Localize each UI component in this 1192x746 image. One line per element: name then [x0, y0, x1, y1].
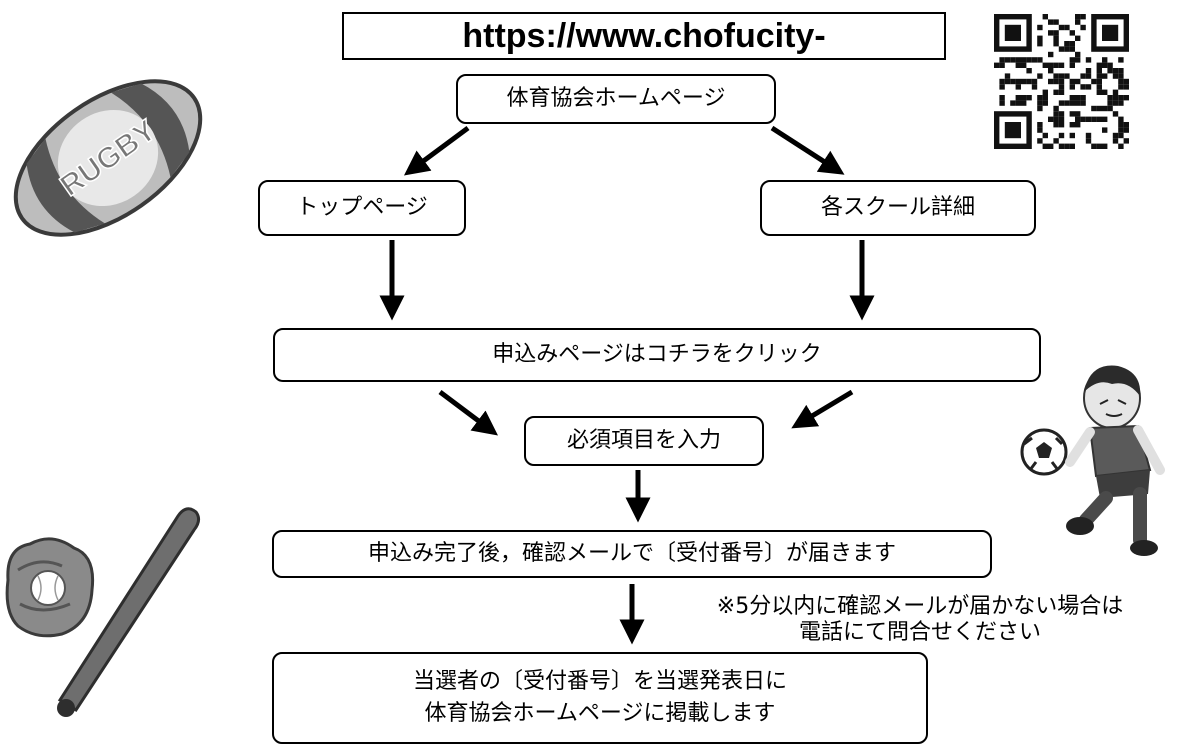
url-text[interactable]: https://www.chofucity-	[462, 16, 826, 55]
input-required-label: 必須項目を入力	[566, 428, 721, 454]
input-required-box: 必須項目を入力	[524, 416, 764, 466]
result-box: 当選者の〔受付番号〕を当選発表日に 体育協会ホームページに掲載します	[272, 652, 928, 744]
arrow-apply-left-to-input	[438, 390, 498, 436]
school-detail-box: 各スクール詳細	[760, 180, 1036, 236]
email-note-line1: ※5分以内に確認メールが届かない場合は	[716, 594, 1124, 619]
top-page-box: トップページ	[258, 180, 466, 236]
rugby-ball-icon: RUGBY	[13, 79, 203, 237]
apply-page-box: 申込みページはコチラをクリック	[273, 328, 1041, 382]
arrow-home-to-school	[770, 125, 845, 175]
home-page-box: 体育協会ホームページ	[456, 74, 776, 124]
url-box[interactable]: https://www.chofucity-	[342, 12, 946, 60]
school-detail-label: 各スクール詳細	[820, 195, 975, 221]
completion-box: 申込み完了後，確認メールで〔受付番号〕が届きます	[272, 530, 992, 578]
completion-label: 申込み完了後，確認メールで〔受付番号〕が届きます	[367, 541, 896, 567]
soccer-player-icon	[1020, 365, 1165, 556]
arrow-apply-right-to-input	[791, 389, 854, 429]
result-line2: 体育協会ホームページに掲載します	[424, 701, 776, 726]
arrow-home-to-top	[403, 125, 470, 176]
home-page-label: 体育協会ホームページ	[506, 86, 726, 112]
email-note-line2: 電話にて問合せください	[798, 620, 1041, 646]
baseball-glove-bat-icon	[5, 507, 201, 717]
qr-code-icon	[994, 14, 1129, 149]
email-note: ※5分以内に確認メールが届かない場合は 電話にて問合せください	[660, 594, 1180, 647]
top-page-label: トップページ	[296, 195, 428, 221]
result-line1: 当選者の〔受付番号〕を当選発表日に	[412, 669, 787, 695]
apply-page-label: 申込みページはコチラをクリック	[492, 342, 822, 368]
